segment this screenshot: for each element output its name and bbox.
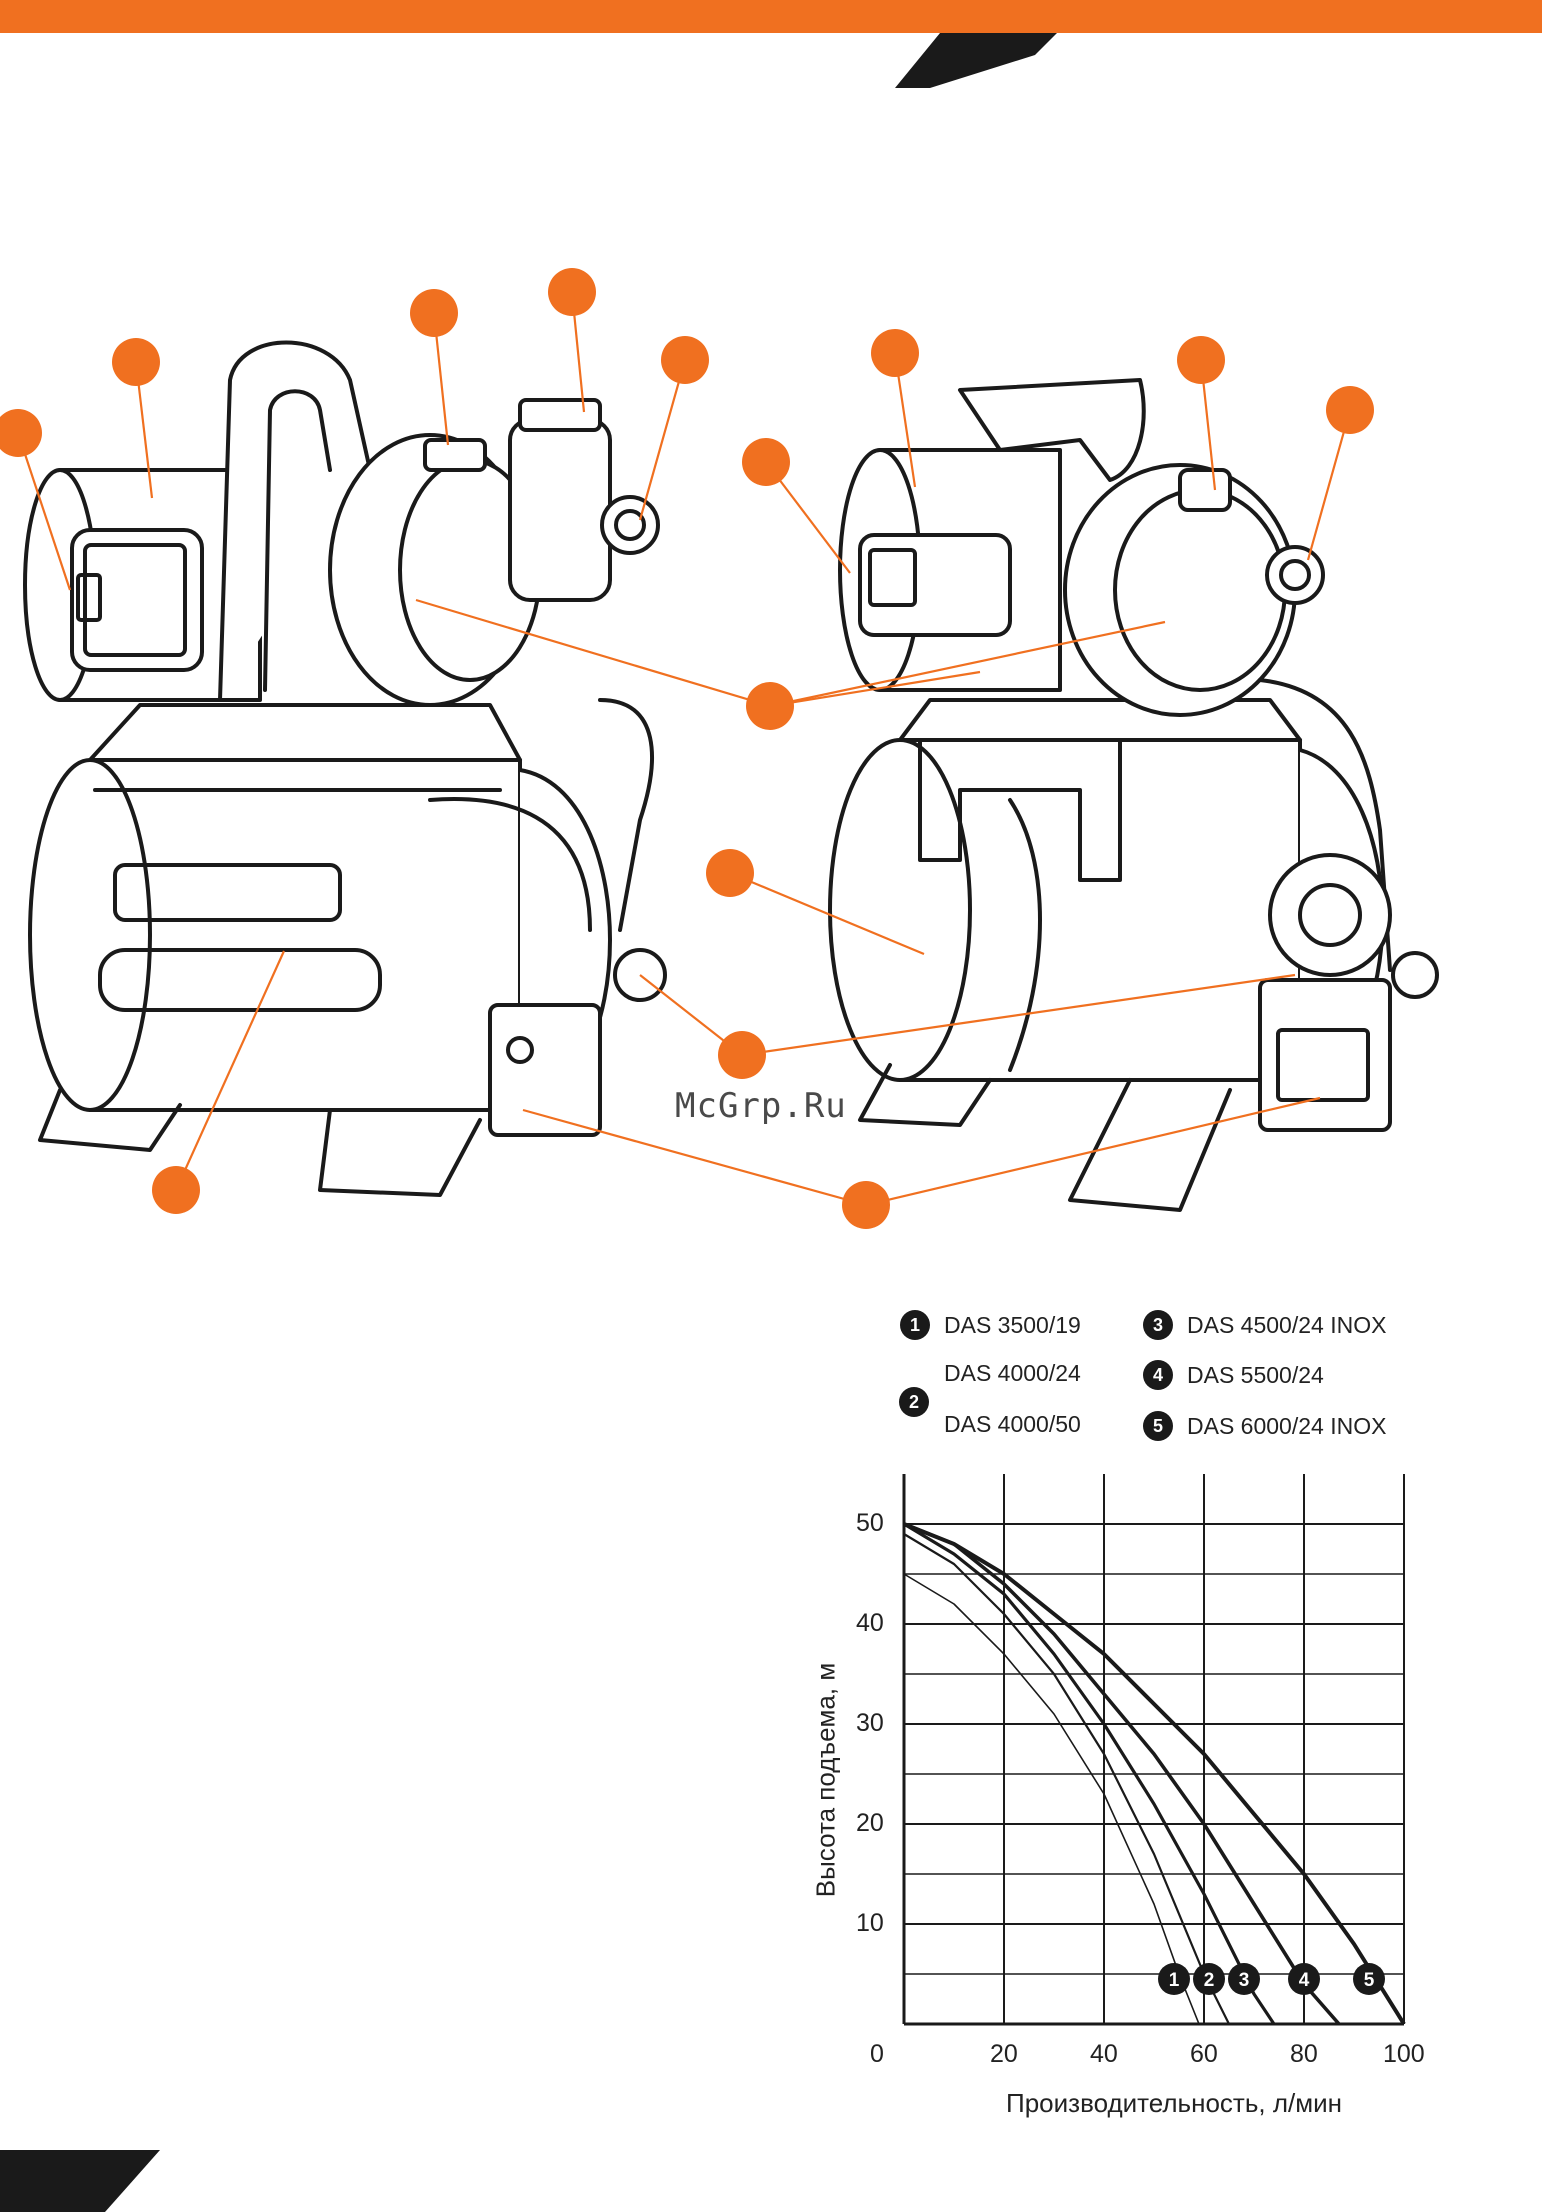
legend-item: 1 DAS 3500/19 — [900, 1310, 1081, 1340]
legend-item: DAS 4000/50 — [944, 1411, 1081, 1438]
x-axis-label: Производительность, л/мин — [1006, 2088, 1342, 2119]
legend-model: DAS 4500/24 INOX — [1187, 1312, 1386, 1339]
curve-badge-4 — [1288, 1963, 1320, 1995]
series-line-5 — [904, 1524, 1404, 2024]
legend-model: DAS 4000/50 — [944, 1411, 1081, 1438]
legend-badge: 5 — [1143, 1411, 1173, 1441]
curve-badge-label: 3 — [1239, 1970, 1250, 1991]
x-tick-label: 0 — [870, 2040, 884, 2069]
curve-badge-3 — [1228, 1963, 1260, 1995]
curve-badge-label: 1 — [1169, 1970, 1180, 1991]
legend-item: 4 DAS 5500/24 — [1143, 1360, 1324, 1390]
y-tick-label: 20 — [856, 1809, 884, 1838]
pump-illustration — [0, 0, 1542, 1260]
legend-badge: 1 — [900, 1310, 930, 1340]
left-pump-drawing — [25, 343, 665, 1196]
bottom-corner-tab — [0, 2150, 170, 2212]
y-tick-label: 50 — [856, 1509, 884, 1538]
x-tick-label: 80 — [1290, 2040, 1318, 2069]
x-tick-label: 100 — [1383, 2040, 1425, 2069]
x-tick-label: 40 — [1090, 2040, 1118, 2069]
series-line-1 — [904, 1574, 1199, 2024]
watermark-text: McGrp.Ru — [675, 1086, 847, 1126]
x-tick-label: 20 — [990, 2040, 1018, 2069]
legend-item: 3 DAS 4500/24 INOX — [1143, 1310, 1386, 1340]
series-line-2 — [904, 1534, 1229, 2024]
curve-badge-2 — [1193, 1963, 1225, 1995]
legend-badge: 3 — [1143, 1310, 1173, 1340]
legend-badge: 2 — [899, 1387, 929, 1417]
legend-item: 5 DAS 6000/24 INOX — [1143, 1411, 1386, 1441]
y-axis-label: Высота подъема, м — [811, 1663, 842, 1897]
y-tick-label: 40 — [856, 1609, 884, 1638]
series-line-3 — [904, 1524, 1274, 2024]
legend-model: DAS 4000/24 — [944, 1360, 1081, 1387]
curve-badge-label: 4 — [1299, 1970, 1310, 1991]
curve-badge-5 — [1353, 1963, 1385, 1995]
legend-item: DAS 4000/24 — [944, 1360, 1081, 1387]
curve-badge-1 — [1158, 1963, 1190, 1995]
legend-badge-wrapper: 2 — [899, 1387, 929, 1417]
legend-badge: 4 — [1143, 1360, 1173, 1390]
legend-model: DAS 3500/19 — [944, 1312, 1081, 1339]
y-tick-label: 30 — [856, 1709, 884, 1738]
legend-model: DAS 6000/24 INOX — [1187, 1413, 1386, 1440]
x-tick-label: 60 — [1190, 2040, 1218, 2069]
legend-model: DAS 5500/24 — [1187, 1362, 1324, 1389]
series-line-4 — [904, 1524, 1339, 2024]
right-pump-drawing — [830, 380, 1437, 1210]
curve-badge-label: 2 — [1204, 1970, 1215, 1991]
curve-badge-label: 5 — [1364, 1970, 1375, 1991]
y-tick-label: 10 — [856, 1909, 884, 1938]
